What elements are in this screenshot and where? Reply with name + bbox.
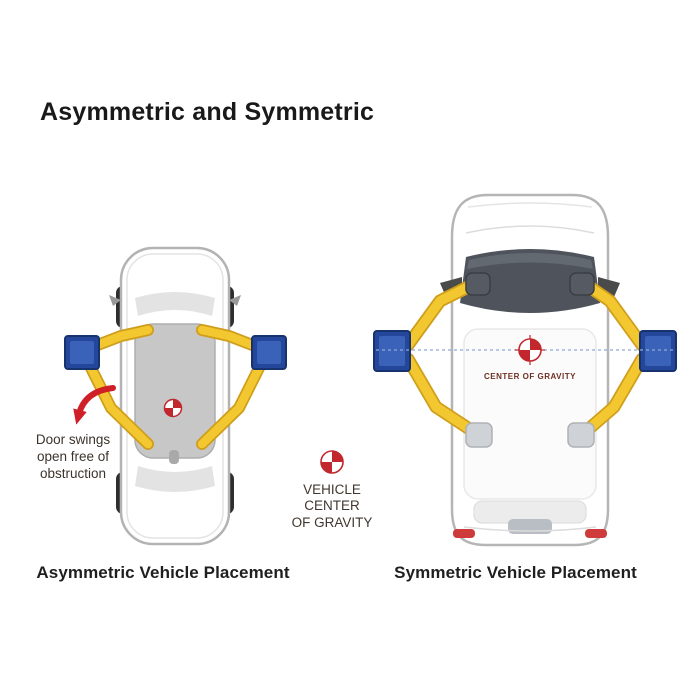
asymmetric-vehicle-diagram [64, 246, 287, 546]
symmetric-vehicle-diagram: CENTER OF GRAVITY [373, 193, 677, 547]
van-right-mirror [598, 277, 620, 297]
van-roof [463, 328, 597, 500]
legend-line: VEHICLE [303, 482, 361, 497]
sedan-rear-window [135, 466, 215, 492]
van-hood-line [465, 225, 595, 234]
rear-left-arm-pad [465, 422, 493, 448]
sedan-left-mirror [109, 295, 121, 306]
van-front-bumper-line [467, 202, 593, 208]
asymmetric-caption: Asymmetric Vehicle Placement [36, 563, 290, 582]
lift-pad-right [251, 335, 287, 370]
sedan-body-inner-line [126, 253, 224, 539]
front-right-arm-pad [569, 272, 595, 296]
legend-line: CENTER [304, 498, 360, 514]
sedan-antenna [169, 450, 179, 464]
center-of-gravity-icon [515, 335, 545, 365]
sedan-right-mirror [229, 295, 241, 306]
rear-right-arm-pad [567, 422, 595, 448]
center-of-gravity-icon [163, 398, 183, 418]
center-of-gravity-icon [320, 450, 344, 474]
van-top-view [440, 193, 620, 547]
van-left-taillight [453, 529, 475, 538]
page-title: Asymmetric and Symmetric [40, 98, 375, 126]
symmetric-caption: Symmetric Vehicle Placement [394, 563, 637, 582]
van-right-taillight [585, 529, 607, 538]
asymmetric-lift-arms [83, 324, 267, 450]
lift-pad-left [373, 330, 411, 372]
sedan-windshield [135, 292, 215, 316]
door-swing-annotation: Door swings open free of obstruction [14, 432, 132, 483]
annotation-line: obstruction [39, 465, 107, 481]
van-windshield [460, 249, 600, 313]
cog-legend: VEHICLE CENTER OF GRAVITY [272, 448, 392, 531]
van-rear-bumper-line [463, 526, 597, 532]
cog-label: CENTER OF GRAVITY [484, 372, 576, 381]
front-left-arm-pad [465, 272, 491, 296]
annotation-line: open free of [36, 448, 110, 464]
symmetric-lift-arms [401, 276, 649, 441]
legend-line: OF GRAVITY [291, 514, 373, 530]
sedan-top-view [109, 246, 241, 546]
van-windshield-highlight [467, 253, 593, 269]
cog-legend-text: VEHICLE CENTER OF GRAVITY [272, 482, 392, 531]
door-swing-arrow [73, 385, 116, 425]
lift-pad-right [639, 330, 677, 372]
annotation-line: Door swings [35, 432, 111, 447]
lift-pad-left [64, 335, 100, 370]
